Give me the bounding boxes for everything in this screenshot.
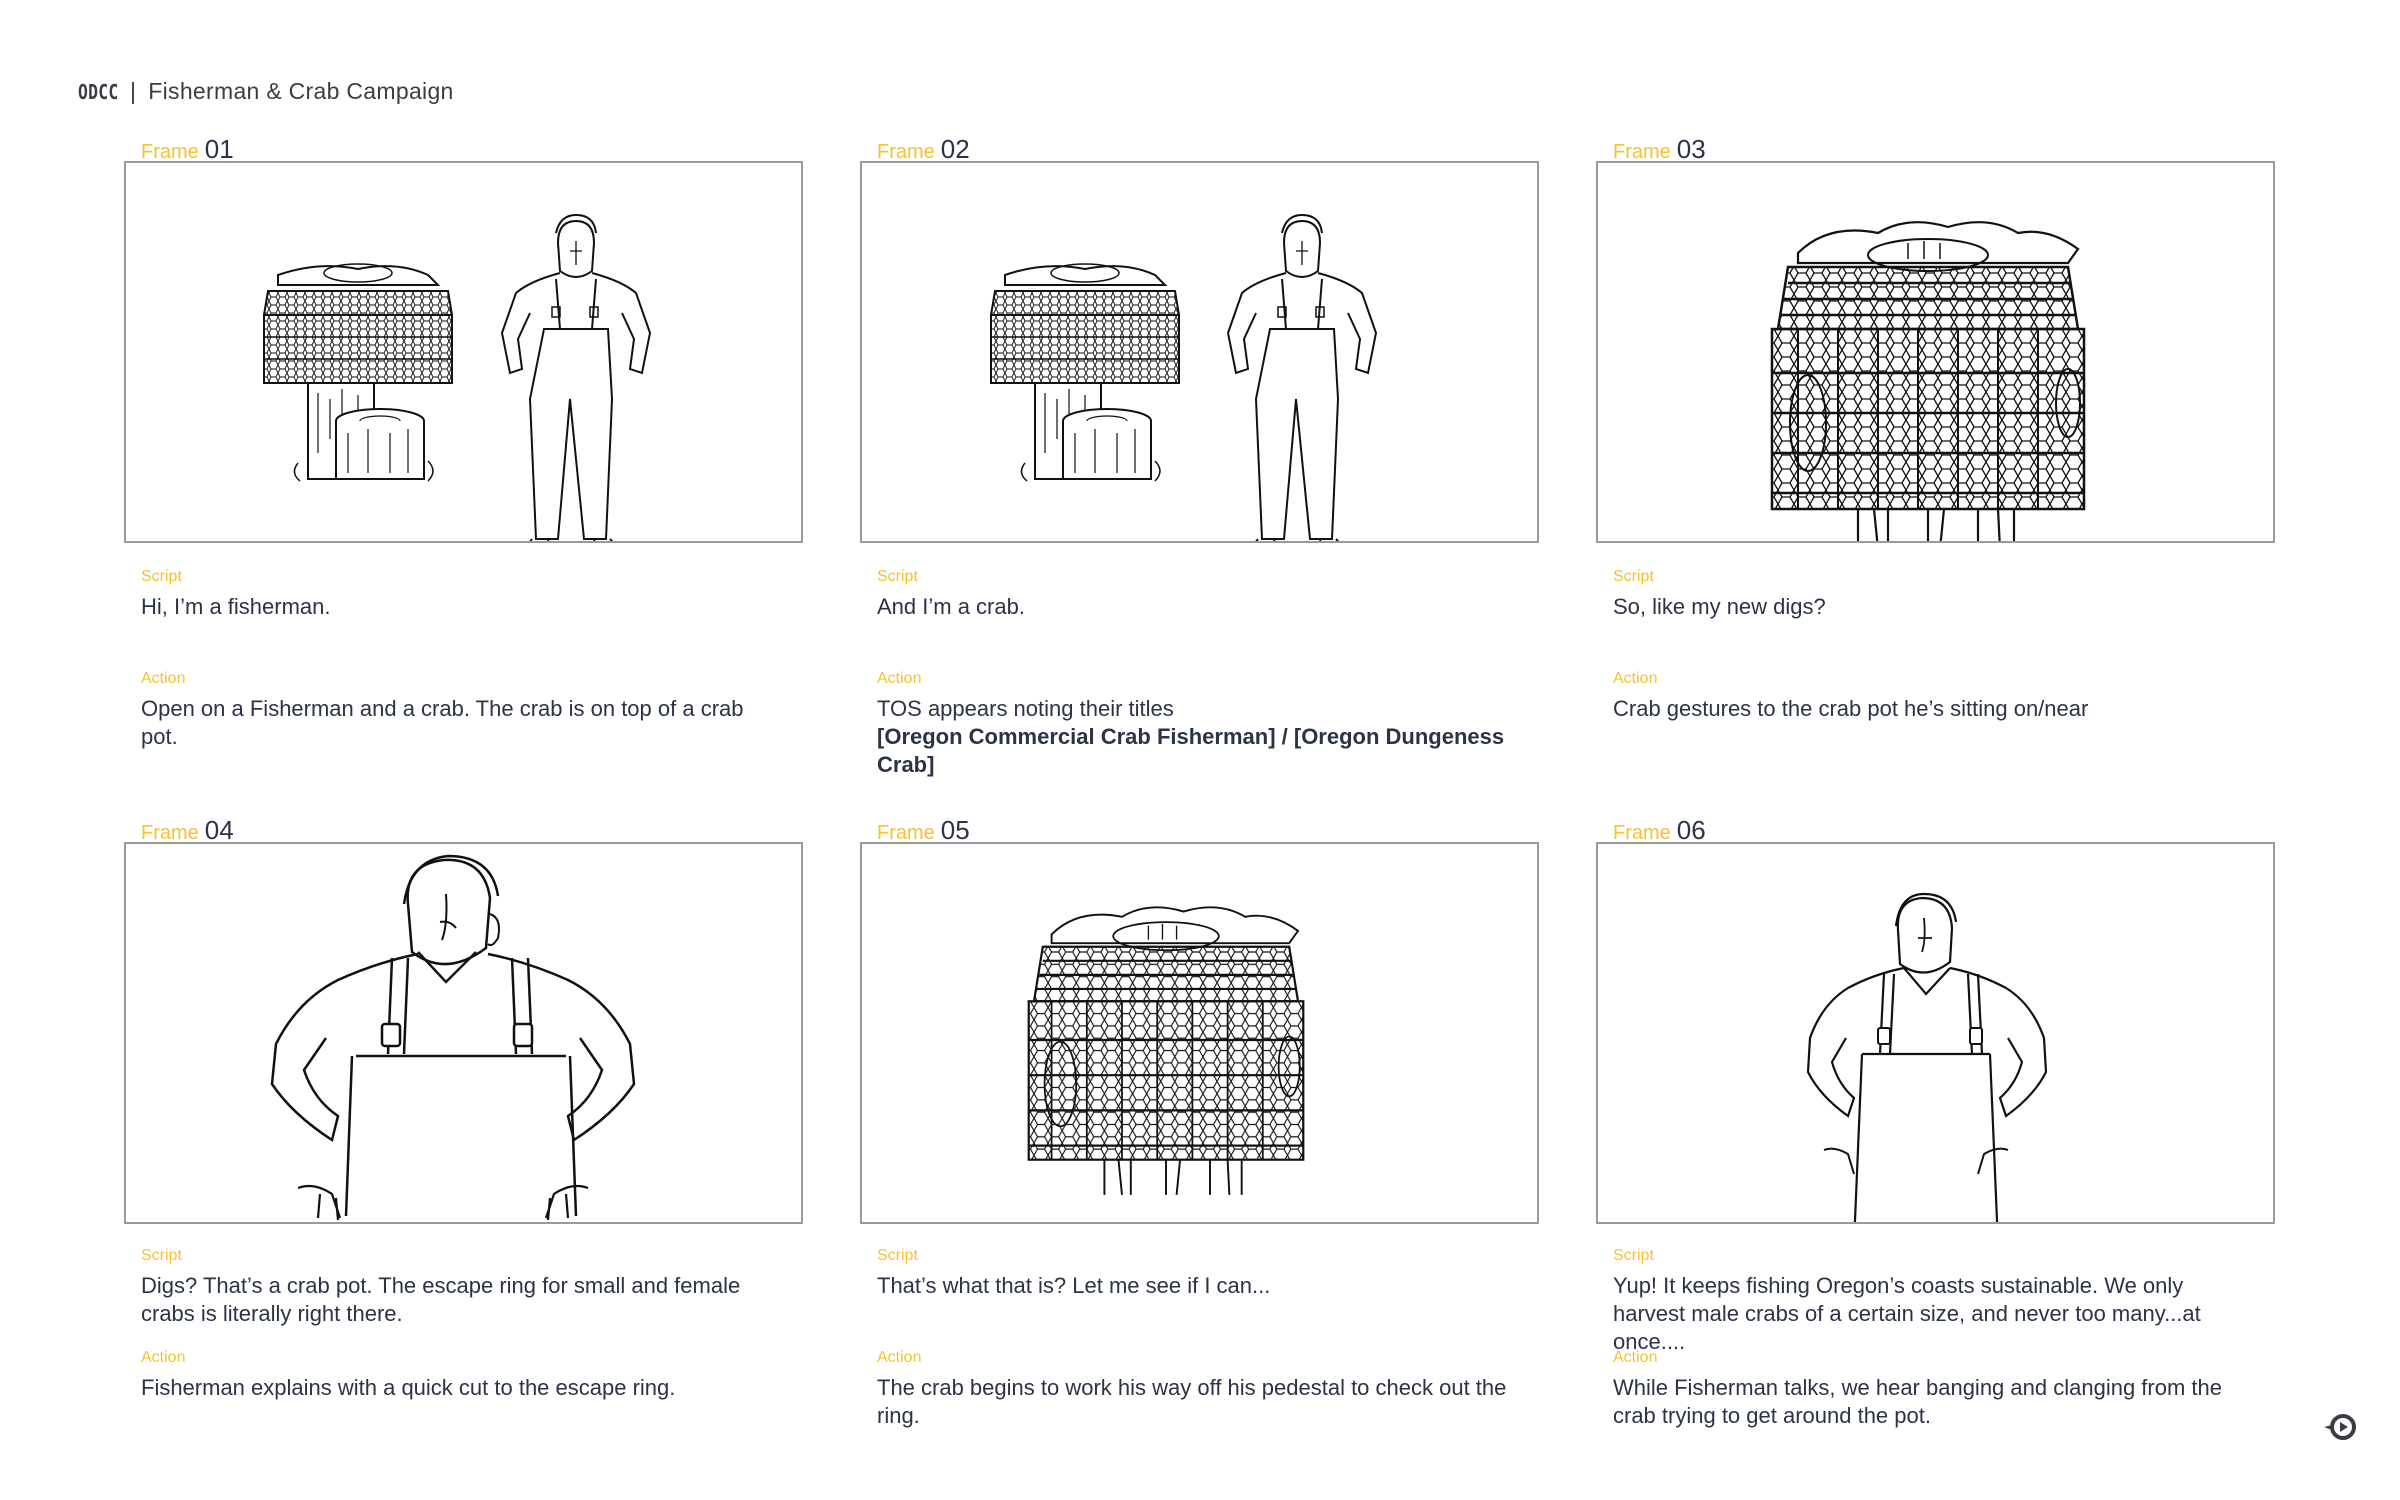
script-label: Script [877, 568, 918, 585]
script-label: Script [1613, 1247, 1654, 1264]
frame-number: 01 [204, 134, 234, 164]
frame-label: Frame [141, 141, 199, 163]
action-text: The crab begins to work his way off his … [877, 1375, 1507, 1428]
frame-illustration [124, 842, 803, 1224]
frame-label: Frame [1613, 822, 1671, 844]
script-label: Script [141, 1247, 182, 1264]
frame-illustration [860, 161, 1539, 543]
frame-number: 04 [204, 815, 234, 845]
crab-pot-closeup-drawing [1027, 906, 1305, 1196]
script-label: Script [141, 568, 182, 585]
page-title: Fisherman & Crab Campaign [148, 78, 454, 104]
script-text: Hi, I’m a fisherman. [141, 594, 331, 619]
action-label: Action [141, 670, 186, 687]
crab-pot-closeup-drawing [1770, 220, 2086, 541]
crab-on-pot-and-fisherman-drawing [990, 214, 1377, 541]
action-label: Action [1613, 1349, 1658, 1366]
brand-logo: ODCC [78, 79, 119, 104]
script-text: That’s what that is? Let me see if I can… [877, 1273, 1271, 1298]
action-label: Action [877, 1349, 922, 1366]
action-label: Action [877, 670, 922, 687]
script-text: Yup! It keeps fishing Oregon’s coasts su… [1613, 1273, 2201, 1354]
action-label: Action [1613, 670, 1658, 687]
action-text: Fisherman explains with a quick cut to t… [141, 1375, 676, 1400]
play-circle-icon[interactable] [2322, 1412, 2358, 1442]
frame-label: Frame [877, 822, 935, 844]
action-text: Open on a Fisherman and a crab. The crab… [141, 696, 744, 749]
frame-label: Frame [141, 822, 199, 844]
script-label: Script [1613, 568, 1654, 585]
action-text-titles: [Oregon Commercial Crab Fisherman] / [Or… [877, 724, 1505, 777]
frame-label: Frame [877, 141, 935, 163]
script-text: So, like my new digs? [1613, 594, 1826, 619]
frame-number: 06 [1676, 815, 1706, 845]
frame-illustration [124, 161, 803, 543]
action-text: While Fisherman talks, we hear banging a… [1613, 1375, 2222, 1428]
action-label: Action [141, 1349, 186, 1366]
crab-on-pot-and-fisherman-drawing [263, 214, 651, 541]
frame-illustration [1596, 161, 2275, 543]
script-label: Script [877, 1247, 918, 1264]
frame-label: Frame [1613, 141, 1671, 163]
page-header: ODCC | Fisherman & Crab Campaign [78, 78, 454, 105]
frame-illustration [1596, 842, 2275, 1224]
frame-number: 05 [940, 815, 970, 845]
fisherman-medium-drawing [1806, 892, 2048, 1222]
fisherman-closeup-drawing [270, 854, 636, 1222]
action-text-plain: TOS appears noting their titles [877, 696, 1174, 721]
action-text: TOS appears noting their titles [Oregon … [877, 695, 1517, 779]
frame-number: 02 [940, 134, 970, 164]
frame-illustration [860, 842, 1539, 1224]
action-text: Crab gestures to the crab pot he’s sitti… [1613, 696, 2089, 721]
script-text: And I’m a crab. [877, 594, 1025, 619]
script-text: Digs? That’s a crab pot. The escape ring… [141, 1273, 741, 1326]
header-separator: | [130, 78, 137, 104]
frame-number: 03 [1676, 134, 1706, 164]
